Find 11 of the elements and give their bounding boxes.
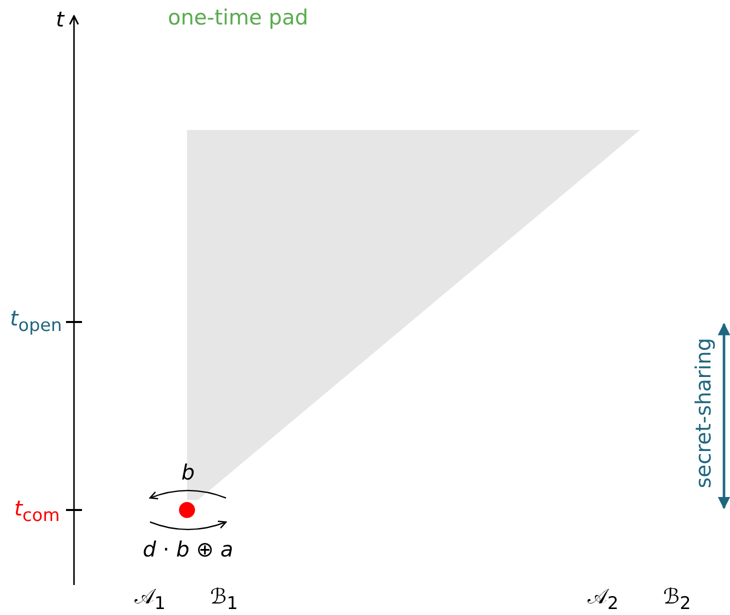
message-label: b xyxy=(181,462,195,484)
tick-label: t$_{com}$ xyxy=(14,498,60,526)
party-label: 𝒜$_{2}$ xyxy=(587,586,619,614)
party-label: ℬ$_{1}$ xyxy=(210,586,238,614)
span-label: secret-sharing xyxy=(694,338,714,488)
message-label: d · b ⊕ a xyxy=(142,540,234,560)
party-label: 𝒜$_{1}$ xyxy=(134,586,166,614)
party-label: ℬ$_{2}$ xyxy=(663,586,691,614)
region-label: one-time pad xyxy=(168,8,308,28)
tick-label: t$_{open}$ xyxy=(10,308,62,336)
axis-label: t xyxy=(56,10,64,30)
